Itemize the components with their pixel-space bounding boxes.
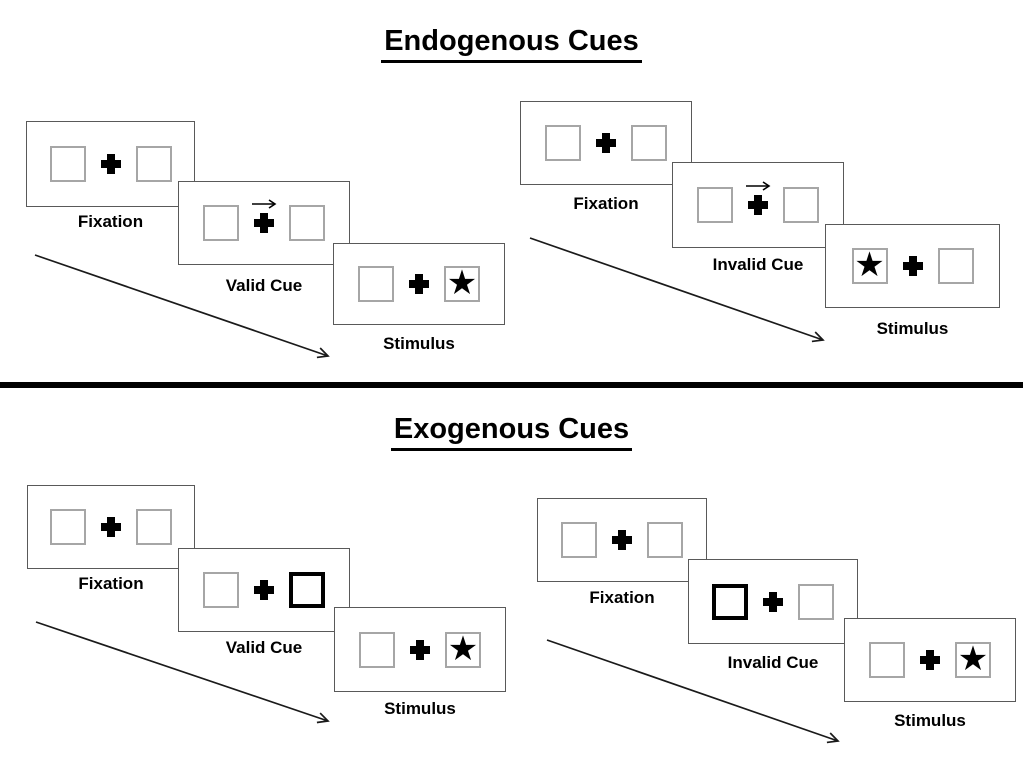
timeline-arrow-exogenous-valid — [35, 621, 330, 724]
timeline-arrow-endogenous-valid — [34, 254, 330, 359]
star-box-right: ★ — [445, 628, 481, 669]
fixation-panel — [27, 485, 195, 569]
placeholder-box-left — [50, 509, 86, 545]
timeline-arrow-endogenous-invalid — [529, 237, 825, 343]
fixation-cross-icon — [101, 517, 121, 537]
placeholder-box-left — [203, 572, 239, 608]
fixation-panel — [520, 101, 692, 185]
fixation-cross-icon — [252, 199, 277, 233]
fixation-cross-icon — [612, 530, 632, 550]
placeholder-box-left — [49, 146, 86, 182]
placeholder-box-right — [783, 187, 819, 223]
placeholder-box-left — [697, 187, 733, 223]
invalid-cue-panel — [688, 559, 858, 644]
placeholder-box-right — [135, 146, 172, 182]
star-box-right: ★ — [444, 266, 480, 302]
star-box-right: ★ — [955, 642, 991, 678]
panel-label: Fixation — [573, 194, 639, 213]
fixation-cross-icon — [763, 591, 783, 612]
section-title-endogenous: Endogenous Cues — [0, 24, 1023, 63]
panel-label: Invalid Cue — [712, 255, 804, 274]
fixation-cross-icon — [920, 650, 940, 670]
fixation-cross-icon — [902, 256, 923, 276]
star-icon: ★ — [447, 628, 479, 669]
star-icon: ★ — [957, 639, 989, 679]
fixation-cross-icon — [409, 274, 429, 294]
highlighted-cue-box-right — [289, 572, 325, 608]
section-divider — [0, 382, 1023, 388]
stimulus-panel: ★ — [825, 224, 1000, 308]
fixation-cross-icon — [254, 580, 274, 600]
panel-label: Valid Cue — [225, 638, 303, 657]
placeholder-box-left — [359, 631, 395, 668]
star-icon: ★ — [446, 263, 478, 303]
placeholder-box-right — [937, 248, 974, 284]
valid-cue-panel — [178, 181, 350, 265]
panel-label: Fixation — [77, 212, 144, 231]
fixation-cross-icon — [596, 133, 616, 153]
fixation-panel — [537, 498, 707, 582]
cue-arrow-right-icon — [746, 181, 771, 191]
stimulus-panel: ★ — [844, 618, 1016, 702]
invalid-cue-panel — [672, 162, 844, 248]
stimulus-panel: ★ — [333, 243, 505, 325]
section-title-exogenous: Exogenous Cues — [0, 412, 1023, 451]
panel-label: Invalid Cue — [727, 653, 819, 672]
fixation-panel — [26, 121, 195, 207]
stimulus-panel: ★ — [334, 607, 506, 692]
valid-cue-panel — [178, 548, 350, 632]
placeholder-box-left — [358, 266, 394, 302]
fixation-cross-icon — [746, 181, 771, 215]
placeholder-box-left — [545, 125, 581, 161]
placeholder-box-right — [289, 205, 325, 241]
star-box-left: ★ — [851, 245, 888, 285]
panel-label: Stimulus — [894, 711, 966, 730]
panel-label: Valid Cue — [225, 276, 303, 295]
placeholder-box-left — [203, 205, 239, 241]
star-icon: ★ — [854, 245, 885, 285]
panel-label: Fixation — [78, 574, 144, 593]
panel-label: Stimulus — [383, 334, 455, 353]
placeholder-box-right — [136, 509, 172, 545]
placeholder-box-left — [869, 642, 905, 678]
placeholder-box-right — [647, 522, 683, 558]
placeholder-box-left — [561, 522, 597, 558]
fixation-cross-icon — [100, 154, 121, 174]
fixation-cross-icon — [410, 639, 430, 660]
panel-label: Stimulus — [876, 319, 949, 338]
cue-arrow-right-icon — [252, 199, 277, 209]
panel-label: Fixation — [589, 588, 655, 607]
panel-label: Stimulus — [384, 699, 456, 718]
highlighted-cue-box-left — [712, 583, 748, 620]
section-title-text: Exogenous Cues — [390, 412, 633, 451]
section-title-text: Endogenous Cues — [381, 24, 642, 63]
placeholder-box-right — [798, 583, 834, 620]
placeholder-box-right — [631, 125, 667, 161]
